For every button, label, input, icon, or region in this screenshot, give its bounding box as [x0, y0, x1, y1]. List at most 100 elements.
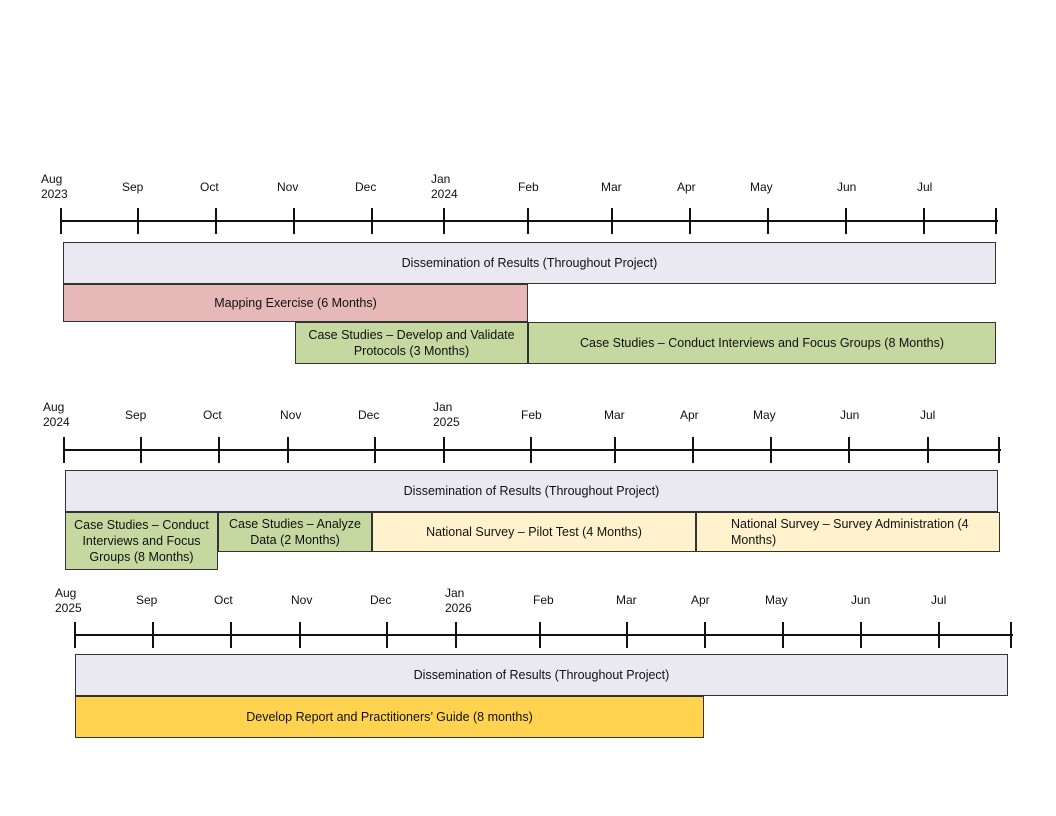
axis-tick — [386, 622, 388, 648]
month-label: Jan 2024 — [431, 172, 458, 201]
task-label: Case Studies – Analyze Data (2 Months) — [228, 517, 362, 547]
axis-tick — [74, 622, 76, 648]
axis-tick — [230, 622, 232, 648]
month-label: Jun — [837, 180, 857, 194]
axis-tick — [998, 437, 1000, 463]
axis-tick — [611, 208, 613, 234]
axis-tick — [152, 622, 154, 648]
month-label: May — [750, 180, 773, 194]
axis-tick — [293, 208, 295, 234]
axis-tick — [443, 437, 445, 463]
axis-tick — [692, 437, 694, 463]
axis-tick — [371, 208, 373, 234]
axis-tick — [845, 208, 847, 234]
month-label: Apr — [680, 408, 699, 422]
timeline-axis — [75, 634, 1013, 636]
month-label: Dec — [355, 180, 377, 194]
task-label: Develop Report and Practitioners’ Guide … — [246, 710, 533, 724]
task-bar: Case Studies – Develop and Validate Prot… — [295, 322, 528, 364]
month-label: Oct — [200, 180, 219, 194]
month-label: Dec — [358, 408, 380, 422]
axis-tick — [530, 437, 532, 463]
month-label: Oct — [203, 408, 222, 422]
axis-tick — [527, 208, 529, 234]
axis-tick — [927, 437, 929, 463]
task-bar: National Survey – Survey Administration … — [696, 512, 1000, 552]
task-label: Case Studies – Conduct Interviews and Fo… — [579, 336, 945, 350]
axis-tick — [767, 208, 769, 234]
month-label: Nov — [280, 408, 302, 422]
task-bar: National Survey – Pilot Test (4 Months) — [372, 512, 696, 552]
axis-tick — [299, 622, 301, 648]
task-label: Case Studies – Conduct Interviews and Fo… — [74, 518, 209, 564]
axis-tick — [848, 437, 850, 463]
axis-tick — [938, 622, 940, 648]
month-label: Oct — [214, 593, 233, 607]
month-label: Feb — [521, 408, 542, 422]
task-label: Dissemination of Results (Throughout Pro… — [413, 668, 670, 682]
month-label: Dec — [370, 593, 392, 607]
month-label: Jul — [920, 408, 936, 422]
task-label: Dissemination of Results (Throughout Pro… — [401, 256, 658, 270]
axis-tick — [539, 622, 541, 648]
axis-tick — [704, 622, 706, 648]
axis-tick — [218, 437, 220, 463]
month-label: Mar — [604, 408, 625, 422]
task-bar: Dissemination of Results (Throughout Pro… — [65, 470, 998, 512]
task-label: Dissemination of Results (Throughout Pro… — [403, 484, 660, 498]
month-label: Mar — [616, 593, 637, 607]
axis-tick — [287, 437, 289, 463]
timeline-axis — [61, 220, 998, 222]
axis-tick — [60, 208, 62, 234]
month-label: Apr — [677, 180, 696, 194]
axis-tick — [137, 208, 139, 234]
month-label: Sep — [122, 180, 144, 194]
month-label: Jan 2025 — [433, 400, 460, 429]
month-label: May — [765, 593, 788, 607]
timeline-axis — [64, 449, 1001, 451]
task-label: Mapping Exercise (6 Months) — [214, 296, 377, 310]
axis-tick — [443, 208, 445, 234]
month-label: Feb — [518, 180, 539, 194]
month-label: Mar — [601, 180, 622, 194]
month-label: Jul — [917, 180, 933, 194]
month-label: Sep — [136, 593, 158, 607]
month-label: Aug 2023 — [41, 172, 68, 201]
axis-tick — [770, 437, 772, 463]
axis-tick — [860, 622, 862, 648]
axis-tick — [140, 437, 142, 463]
axis-tick — [215, 208, 217, 234]
task-label: Case Studies – Develop and Validate Prot… — [308, 328, 515, 358]
month-label: Aug 2025 — [55, 586, 82, 615]
axis-tick — [374, 437, 376, 463]
month-label: Aug 2024 — [43, 400, 70, 429]
month-label: Apr — [691, 593, 710, 607]
month-label: Jul — [931, 593, 947, 607]
axis-tick — [689, 208, 691, 234]
month-label: Jun — [851, 593, 871, 607]
task-label: National Survey – Pilot Test (4 Months) — [426, 525, 642, 539]
task-bar: Dissemination of Results (Throughout Pro… — [75, 654, 1008, 696]
month-label: Jun — [840, 408, 860, 422]
axis-tick — [614, 437, 616, 463]
month-label: Sep — [125, 408, 147, 422]
axis-tick — [626, 622, 628, 648]
axis-tick — [923, 208, 925, 234]
task-bar: Develop Report and Practitioners’ Guide … — [75, 696, 704, 738]
month-label: Nov — [291, 593, 313, 607]
task-bar: Dissemination of Results (Throughout Pro… — [63, 242, 996, 284]
task-label: National Survey – Survey Administration … — [731, 517, 969, 547]
task-bar: Case Studies – Analyze Data (2 Months) — [218, 512, 372, 552]
axis-tick — [1010, 622, 1012, 648]
task-bar: Case Studies – Conduct Interviews and Fo… — [65, 512, 218, 570]
month-label: Jan 2026 — [445, 586, 472, 615]
axis-tick — [455, 622, 457, 648]
axis-tick — [782, 622, 784, 648]
axis-tick — [995, 208, 997, 234]
task-bar: Mapping Exercise (6 Months) — [63, 284, 528, 322]
axis-tick — [63, 437, 65, 463]
month-label: Nov — [277, 180, 299, 194]
month-label: May — [753, 408, 776, 422]
task-bar: Case Studies – Conduct Interviews and Fo… — [528, 322, 996, 364]
month-label: Feb — [533, 593, 554, 607]
